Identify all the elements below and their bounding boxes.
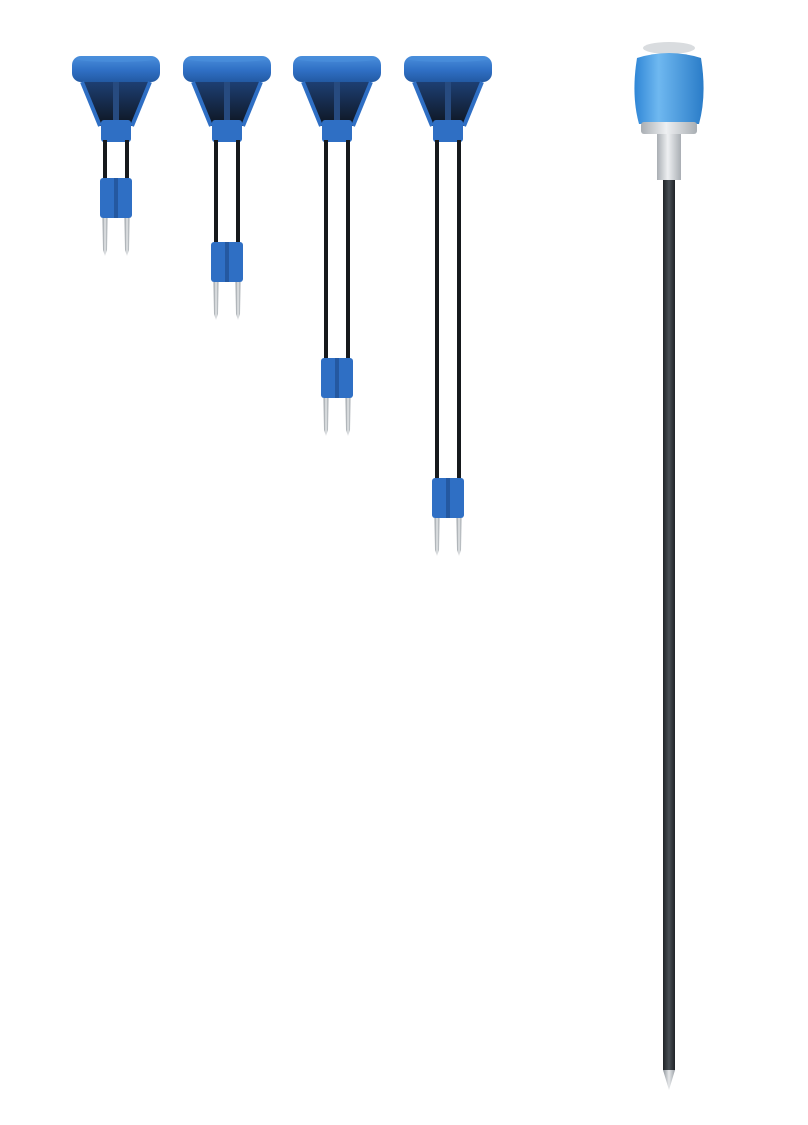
funnel-rib bbox=[241, 81, 263, 127]
sensor-neck bbox=[433, 120, 463, 142]
clip-divider bbox=[446, 478, 450, 518]
sensor-rod bbox=[214, 140, 218, 244]
cap-highlight bbox=[297, 56, 377, 62]
sensor-probe-rod bbox=[634, 42, 704, 1090]
sensor-cap bbox=[404, 56, 492, 82]
sensor-rod bbox=[457, 140, 461, 480]
cap-highlight bbox=[408, 56, 488, 62]
sensor-cap bbox=[183, 56, 271, 82]
funnel-rib bbox=[224, 82, 230, 122]
sensor-tip bbox=[345, 398, 351, 436]
probe-neck bbox=[657, 134, 681, 180]
probe-head bbox=[634, 53, 704, 124]
sensor-short bbox=[72, 56, 160, 256]
cap-highlight bbox=[187, 56, 267, 62]
sensor-rod bbox=[435, 140, 439, 480]
sensor-rod bbox=[125, 140, 129, 180]
sensor-tip bbox=[434, 518, 440, 556]
funnel-rib bbox=[351, 81, 373, 127]
funnel-rib bbox=[80, 81, 102, 127]
funnel-rib bbox=[334, 82, 340, 122]
probe-tip bbox=[663, 1070, 675, 1090]
sensor-neck bbox=[322, 120, 352, 142]
funnel-rib bbox=[191, 81, 213, 127]
sensor-rod bbox=[236, 140, 240, 244]
funnel-rib bbox=[113, 82, 119, 122]
probe-top-rim bbox=[643, 42, 695, 54]
sensor-tip bbox=[213, 282, 219, 320]
sensor-rod bbox=[346, 140, 350, 360]
probe-shaft bbox=[663, 180, 675, 1070]
probe-collar bbox=[641, 122, 697, 134]
funnel-rib bbox=[445, 82, 451, 122]
sensor-rod bbox=[324, 140, 328, 360]
clip-divider bbox=[335, 358, 339, 398]
sensor-tip bbox=[124, 218, 130, 256]
sensor-cap bbox=[293, 56, 381, 82]
funnel-rib bbox=[301, 81, 323, 127]
cap-highlight bbox=[76, 56, 156, 62]
funnel-rib bbox=[130, 81, 152, 127]
sensor-rod bbox=[103, 140, 107, 180]
sensor-tip bbox=[102, 218, 108, 256]
sensor-neck bbox=[101, 120, 131, 142]
sensor-cap bbox=[72, 56, 160, 82]
sensor-tip bbox=[323, 398, 329, 436]
funnel-rib bbox=[462, 81, 484, 127]
sensor-long bbox=[293, 56, 381, 436]
funnel-rib bbox=[412, 81, 434, 127]
clip-divider bbox=[225, 242, 229, 282]
sensor-set bbox=[72, 56, 492, 556]
sensor-tip bbox=[456, 518, 462, 556]
sensor-neck bbox=[212, 120, 242, 142]
sensor-tip bbox=[235, 282, 241, 320]
sensor-extra-long bbox=[404, 56, 492, 556]
sensor-medium bbox=[183, 56, 271, 320]
clip-divider bbox=[114, 178, 118, 218]
